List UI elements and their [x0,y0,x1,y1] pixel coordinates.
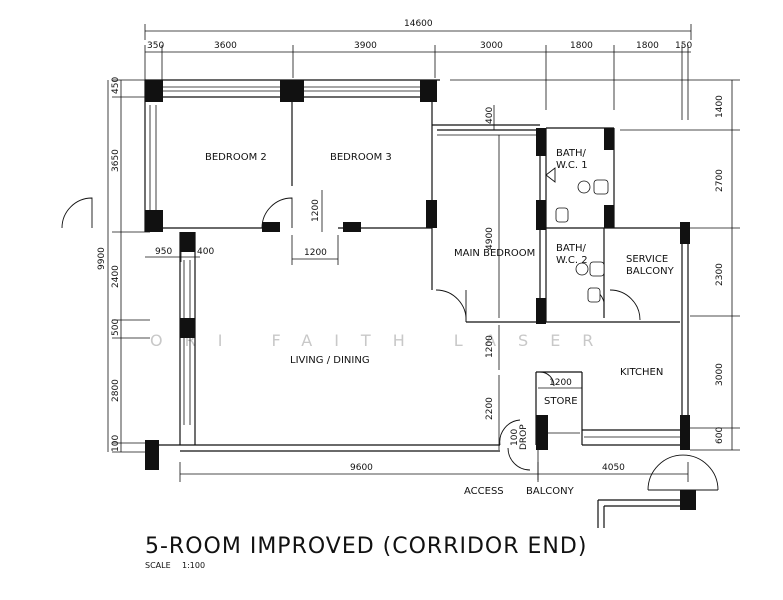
label-access: ACCESS [464,486,504,497]
room-labels: BEDROOM 2 BEDROOM 3 MAIN BEDROOM BATH/ W… [205,148,675,497]
dim-left: 3650 [111,149,121,172]
dim-1200-horizontal: 1200 [304,248,327,258]
room-bedroom-2: BEDROOM 2 [205,152,267,163]
dim-1200-center: 1200 [485,335,495,358]
dim-left: 100 [111,435,121,452]
dim-top: 1800 [636,41,659,51]
dim-top: 3600 [214,41,237,51]
dim-bottom-left: 9600 [350,463,373,473]
dim-top: 3000 [480,41,503,51]
dim-400: 400 [197,247,214,257]
dim-bottom-right: 4050 [602,463,625,473]
room-bath-2-line1: BATH/ [556,243,587,254]
dim-top: 150 [675,41,692,51]
dim-top: 1800 [570,41,593,51]
room-bedroom-3: BEDROOM 3 [330,152,392,163]
dim-2200: 2200 [485,397,495,420]
dim-left: 2400 [111,265,121,288]
wall-columns [145,80,696,510]
dim-400-top: 400 [485,107,495,124]
basin-1 [555,207,569,223]
dim-top: 3900 [354,41,377,51]
room-living-dining: LIVING / DINING [290,355,370,366]
dim-left: 500 [111,319,121,336]
scale-value: 1:100 [182,561,205,570]
dim-overall-width: 14600 [404,19,433,29]
dim-left: 450 [111,77,121,94]
dim-4900: 4900 [485,227,495,250]
room-bath-2-line2: W.C. 2 [556,255,588,266]
dimension-texts: 14600 350 3600 3900 3000 1800 1800 150 9… [97,19,725,473]
room-bath-1-line1: BATH/ [556,148,587,159]
room-service-balcony-line2: BALCONY [626,266,675,277]
dim-1200-vertical: 1200 [311,199,321,222]
label-balcony: BALCONY [526,486,575,497]
room-store: STORE [544,396,578,407]
toilet-2-bowl [575,262,589,276]
watermark: ORI FAITH LASER [150,331,615,350]
scale-label: SCALE [145,561,171,570]
plan-title: 5-ROOM IMPROVED (CORRIDOR END) [145,534,587,559]
room-main-bedroom: MAIN BEDROOM [454,248,535,259]
dim-right: 2300 [715,263,725,286]
toilet-2 [589,261,605,277]
dim-top: 350 [147,41,164,51]
dim-100-drop: 100 [510,429,520,446]
room-bath-1-line2: W.C. 1 [556,160,588,171]
toilet-1 [593,179,609,195]
room-service-balcony-line1: SERVICE [626,254,668,265]
dim-right: 1400 [715,95,725,118]
dim-left-total: 9900 [97,247,107,270]
dim-store-1200: 1200 [549,378,572,388]
dim-right: 600 [715,427,725,444]
dim-left: 2800 [111,379,121,402]
basin-2 [587,287,601,303]
dim-right: 2700 [715,169,725,192]
dim-right: 3000 [715,363,725,386]
label-drop: DROP [519,424,529,450]
toilet-1-bowl [577,180,591,194]
room-kitchen: KITCHEN [620,367,663,378]
dim-950: 950 [155,247,172,257]
dimension-lines [107,24,740,482]
fixtures [555,179,609,303]
